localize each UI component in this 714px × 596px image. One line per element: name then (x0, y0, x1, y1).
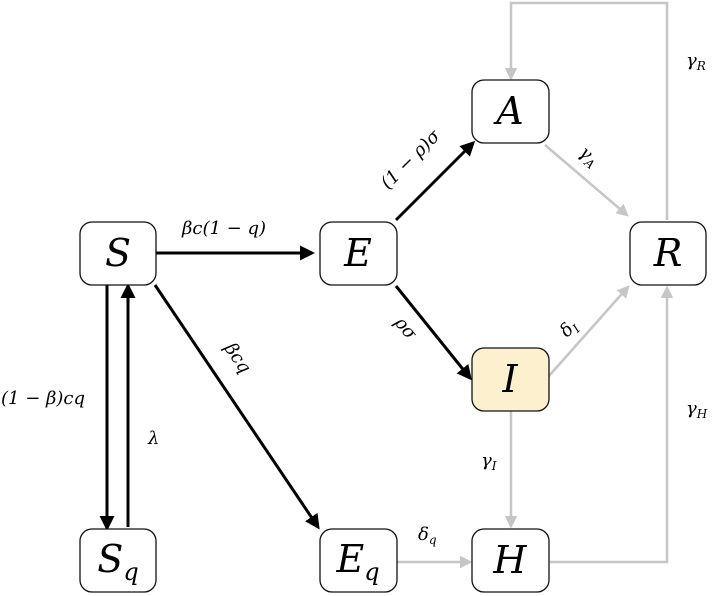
svg-text:S: S (105, 231, 131, 275)
svg-text:H: H (492, 538, 527, 582)
svg-text:Eq: Eq (335, 537, 379, 586)
edge-label-h-to-r-sub: H (696, 407, 708, 421)
node-sq: Sq (79, 528, 157, 593)
node-label-sq: S (97, 537, 123, 581)
edge-s-to-sq: (1 − β)cq (1, 285, 115, 531)
edge-label-eq-to-h-sub: q (429, 533, 437, 547)
edge-e-to-i: ρσ (390, 285, 472, 381)
svg-text:γA: γA (574, 142, 604, 172)
edge-label-sq-to-s: λ (147, 428, 159, 449)
svg-text:γR: γR (686, 50, 706, 73)
edge-e-to-a: (1 − ρ)σ (377, 125, 476, 222)
svg-text:γI: γI (481, 450, 497, 473)
edge-i-to-h: γI (481, 411, 518, 529)
node-label-eq-sub: q (364, 558, 379, 586)
node-label-r: R (653, 231, 683, 275)
node-label-s: S (105, 231, 131, 275)
svg-text:βcq: βcq (219, 338, 255, 377)
svg-text:A: A (493, 89, 523, 133)
svg-text:(1 − β)cq: (1 − β)cq (1, 388, 85, 409)
svg-text:βc(1 − q): βc(1 − q) (181, 218, 266, 239)
node-label-i: I (501, 357, 518, 401)
svg-text:λ: λ (147, 428, 159, 449)
node-a: A (471, 79, 550, 144)
edge-label-r-to-a-sub: R (696, 59, 706, 73)
edge-r-to-a: γR (504, 1, 706, 220)
svg-text:I: I (501, 357, 518, 401)
edge-sq-to-s: λ (120, 283, 159, 527)
node-r: R (629, 221, 707, 286)
node-label-h: H (492, 538, 527, 582)
svg-text:δq: δq (418, 524, 437, 547)
edge-h-to-r: γH (550, 285, 708, 564)
edge-a-to-r: γA (544, 142, 629, 217)
node-h: H (471, 528, 550, 593)
svg-text:E: E (343, 231, 372, 275)
svg-text:R: R (653, 231, 683, 275)
edge-label-i-to-h-sub: I (491, 459, 497, 473)
node-label-sq-sub: q (123, 558, 138, 586)
edge-label-eq-to-h: δ (418, 524, 429, 545)
edge-label-s-to-e: βc(1 − q) (181, 218, 266, 239)
edge-label-h-to-r: γ (686, 398, 697, 419)
node-e: E (319, 221, 398, 286)
edge-s-to-e: βc(1 − q) (156, 218, 315, 261)
node-label-a: A (493, 89, 523, 133)
edge-label-r-to-a: γ (686, 50, 697, 71)
node-i: I (471, 347, 550, 412)
edge-label-s-to-eq: βcq (219, 338, 255, 377)
svg-text:ρσ: ρσ (390, 312, 422, 344)
svg-text:γH: γH (686, 398, 708, 421)
node-eq: Eq (319, 528, 398, 593)
edge-label-e-to-i: ρσ (390, 312, 422, 344)
edge-label-i-to-h: γ (481, 450, 492, 471)
edge-eq-to-h: δq (397, 524, 473, 569)
node-s: S (79, 221, 157, 286)
edge-label-s-to-sq: (1 − β)cq (1, 388, 85, 409)
svg-text:δI: δI (556, 315, 583, 342)
edge-s-to-eq: βcq (153, 284, 320, 530)
node-label-e: E (343, 231, 372, 275)
svg-text:Sq: Sq (97, 537, 138, 586)
edge-i-to-r: δI (547, 285, 630, 378)
node-label-eq: E (335, 537, 364, 581)
